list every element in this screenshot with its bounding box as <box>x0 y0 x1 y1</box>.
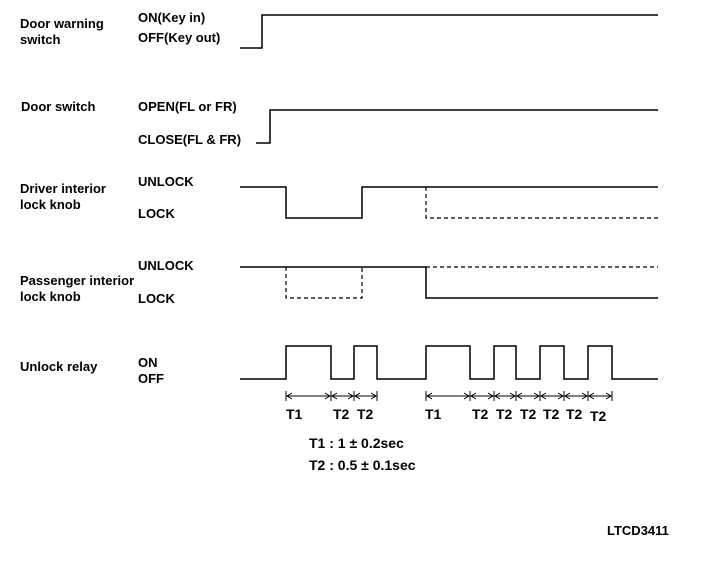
legend-t1: T1 : 1 ± 0.2sec <box>309 435 404 451</box>
state-label-close: CLOSE(FL & FR) <box>138 132 242 147</box>
waveform-passenger-knob-alt-1 <box>285 267 363 299</box>
state-label-driver-lock: LOCK <box>138 206 175 221</box>
state-label-passenger-unlock: UNLOCK <box>138 258 194 273</box>
timing-label-t1: T1 <box>425 406 442 422</box>
timing-label-t2: T2 <box>520 406 537 422</box>
state-label-relay-off: OFF <box>138 371 164 386</box>
state-label-on-key-in: ON(Key in) <box>138 10 206 25</box>
waveform-door-warning <box>240 14 658 49</box>
signal-label-unlock-relay: Unlock relay <box>20 359 98 374</box>
state-label-off-key-out: OFF(Key out) <box>138 30 221 45</box>
timing-label-t2: T2 <box>566 406 583 422</box>
timing-label-t2: T2 <box>496 406 513 422</box>
waveform-door-switch <box>256 109 658 144</box>
signal-label-line-1: Door warning switch <box>20 16 104 47</box>
timing-label-t2: T2 <box>357 406 374 422</box>
waveform-driver-knob-alt <box>425 187 658 219</box>
timing-label-t2: T2 <box>472 406 489 422</box>
timing-label-t1: T1 <box>286 406 303 422</box>
signal-label-door-switch: Door switch <box>21 99 96 114</box>
signal-label-driver-knob: Driver interior lock knob <box>20 181 106 212</box>
waveform-passenger-knob <box>240 266 658 299</box>
timing-label-t2: T2 <box>590 408 607 424</box>
timing-arrows <box>285 391 613 401</box>
state-label-passenger-lock: LOCK <box>138 291 175 306</box>
state-label-driver-unlock: UNLOCK <box>138 174 194 189</box>
legend-t2: T2 : 0.5 ± 0.1sec <box>309 457 416 473</box>
signal-label-passenger-knob: Passenger interior lock knob <box>20 273 135 304</box>
timing-label-t2: T2 <box>543 406 560 422</box>
figure-code: LTCD3411 <box>607 523 669 538</box>
timing-label-t2: T2 <box>333 406 350 422</box>
state-label-relay-on: ON <box>138 355 158 370</box>
signal-label-door-warning: Door warning switch <box>20 16 104 48</box>
waveform-driver-knob <box>240 186 658 219</box>
waveform-unlock-relay <box>240 345 658 380</box>
state-label-open: OPEN(FL or FR) <box>138 99 237 114</box>
